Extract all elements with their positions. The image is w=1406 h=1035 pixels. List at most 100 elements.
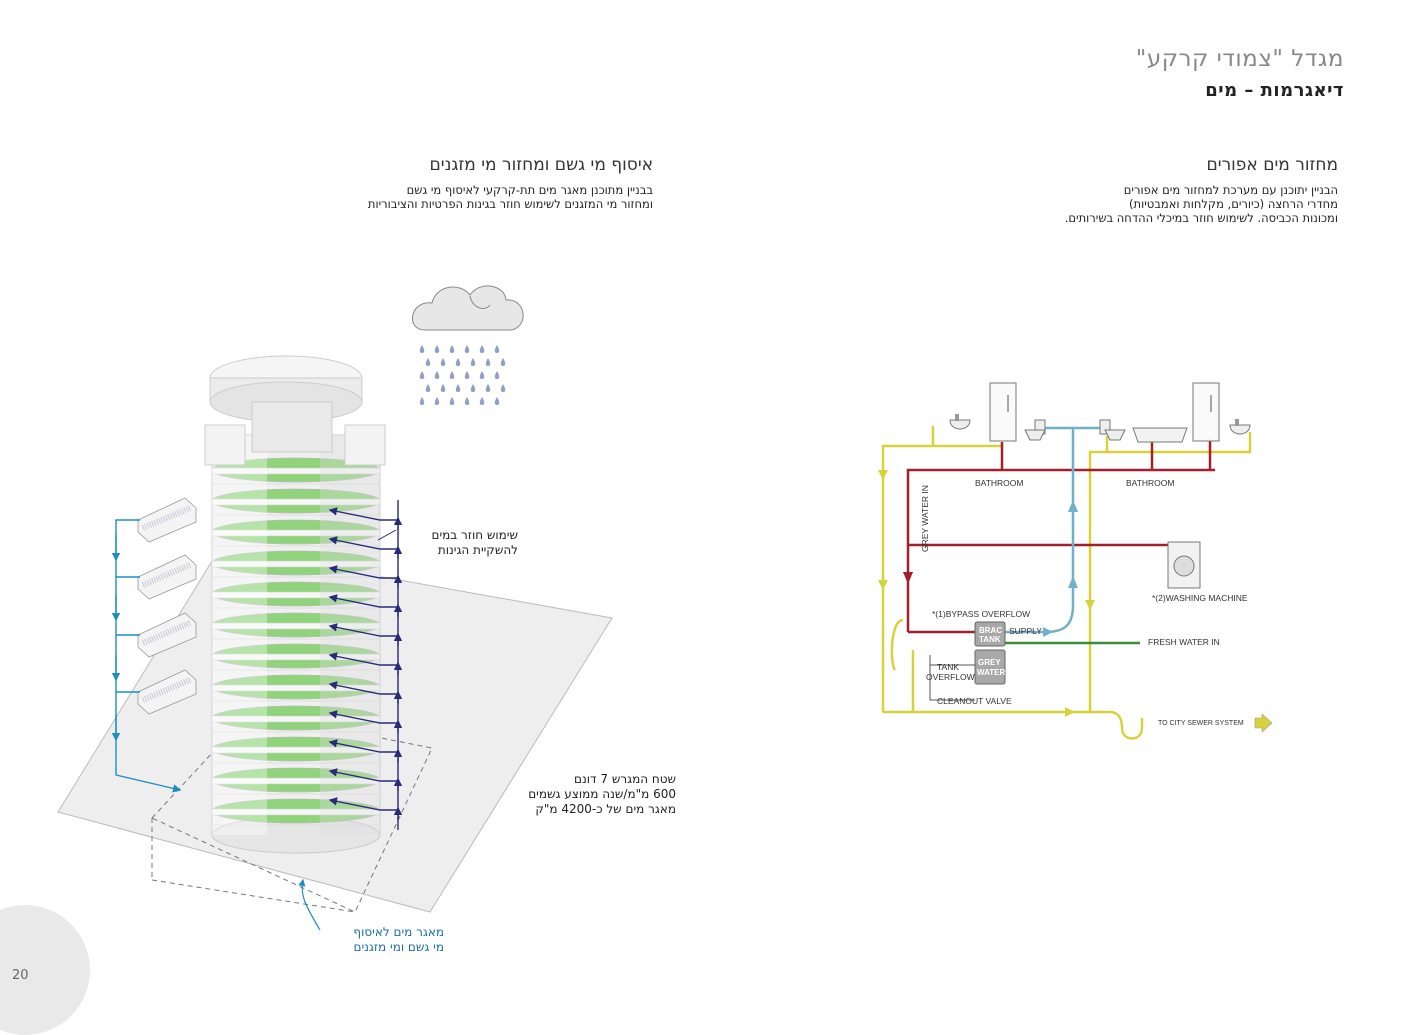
right-body-line: ומכונות הכביסה. לשימוש חוזר במיכלי ההדחה… [1064, 211, 1338, 225]
rain-drop [434, 345, 440, 353]
reuse-arrow [328, 594, 398, 608]
rain-drop [425, 358, 431, 366]
rain-drop [419, 371, 425, 379]
left-section-heading: איסוף מי גשם ומחזור מי מזגנים [429, 155, 653, 175]
page-number: 20 [12, 968, 29, 983]
sewer-arrow-icon [1254, 713, 1273, 733]
ac-condensate-collection-line [111, 519, 182, 793]
rain-drop [464, 371, 470, 379]
rain-drop [419, 345, 425, 353]
rain-drop [449, 397, 455, 405]
reuse-irrigation-arrows [328, 500, 403, 830]
right-section-heading: מחזור מים אפורים [1206, 155, 1339, 175]
rain-drop [470, 384, 476, 392]
floor-garden [211, 457, 381, 485]
supply-label: SUPPLY [1009, 626, 1042, 636]
tank-overflow-label: OVERFLOW [926, 672, 975, 682]
ac-unit-icon [137, 612, 197, 658]
floor-garden [211, 488, 381, 516]
rain-cloud-icon [411, 285, 524, 331]
floor-garden [211, 798, 381, 826]
site-info-label: שטח המגרש 7 דונם 600 מ"מ/שנה ממוצע גשמים… [528, 772, 676, 816]
sink-icon [1229, 419, 1251, 435]
right-body-line: מחדרי הרחצה (כיורים, מקלחות ואמבטיות) [1129, 197, 1338, 211]
shower-icon [989, 382, 1017, 442]
cleanout-valve-label: CLEANOUT VALVE [937, 696, 1012, 706]
reuse-arrow [328, 681, 398, 695]
left-section-body: בבניין מתוכנן מאגר מים תת-קרקעי לאיסוף מ… [323, 183, 653, 211]
floor-garden [211, 581, 381, 609]
washing-machine-label: *(2)WASHING MACHINE [1152, 593, 1248, 603]
floor-garden [211, 612, 381, 640]
rain-drop [494, 397, 500, 405]
rain-drop [485, 358, 491, 366]
grey-water-tank-label: GREY [978, 658, 1001, 667]
rain-drop [464, 397, 470, 405]
reuse-arrow [328, 797, 398, 811]
rain-drop [440, 384, 446, 392]
reuse-arrow [328, 623, 398, 637]
rain-drop [500, 384, 506, 392]
rain-drop [440, 358, 446, 366]
yellow-flow-arrows [878, 470, 1095, 717]
reuse-arrow [328, 507, 398, 521]
illustration-canvas: BATHROOM BATHROOM GREY WATER IN *(2)WASH… [57, 285, 1273, 931]
floor-garden [211, 519, 381, 547]
grey-water-diagram: BATHROOM BATHROOM GREY WATER IN *(2)WASH… [878, 382, 1273, 740]
brac-tank-label: BRAC [979, 626, 1002, 635]
underground-reservoir-outline [151, 711, 433, 913]
floor-garden [211, 705, 381, 733]
yellow-drain-pipes [881, 426, 1252, 740]
tank-overflow-label: TANK [937, 662, 959, 672]
rain-drop [425, 384, 431, 392]
left-body-line: ומחזור מי המזגנים לשימוש חוזר בגינות הפר… [367, 197, 653, 211]
right-section-body: הבניין יתוכנן עם מערכת למחזור מים אפורים… [1018, 183, 1338, 225]
grey-water-arrow-icon [903, 572, 913, 584]
bathtub-icon [1132, 427, 1188, 443]
rain-drop [479, 345, 485, 353]
sewer-label: TO CITY SEWER SYSTEM [1158, 720, 1244, 727]
reuse-arrow [328, 652, 398, 666]
grey-water-in-label: GREY WATER IN [920, 485, 930, 552]
reuse-arrow [328, 739, 398, 753]
ac-unit-icon [137, 554, 197, 600]
rain-drop [434, 371, 440, 379]
ac-unit-icon [137, 669, 197, 715]
reuse-arrow [328, 710, 398, 724]
floor-garden [211, 674, 381, 702]
rain-drop [455, 384, 461, 392]
grey-water-tank [974, 649, 1006, 685]
tower-building [204, 355, 386, 854]
bathroom-label: BATHROOM [1126, 478, 1174, 488]
reservoir-label-leader [298, 878, 321, 931]
reuse-arrow [328, 565, 398, 579]
grey-water-tank-label: WATER [977, 668, 1006, 677]
rain-drop [500, 358, 506, 366]
washing-machine-icon [1167, 541, 1201, 589]
sink-icon [949, 414, 971, 430]
rain-drop [470, 358, 476, 366]
rain-drop [455, 358, 461, 366]
rain-drop [494, 345, 500, 353]
rain-drop [419, 397, 425, 405]
brac-tank-label: TANK [979, 635, 1001, 644]
rain-drop [479, 371, 485, 379]
reuse-arrow [328, 536, 398, 550]
blue-flow-arrows [1043, 500, 1078, 637]
rain-drop [449, 371, 455, 379]
brac-tank [974, 621, 1006, 647]
rain-drop [449, 345, 455, 353]
page-subtitle: דיאגרמות – מים [1205, 80, 1344, 101]
shower-icon [1192, 382, 1220, 442]
toilet-icon [1099, 419, 1126, 441]
fresh-water-label: FRESH WATER IN [1148, 637, 1220, 647]
rain-drop [479, 397, 485, 405]
rain-drop [494, 371, 500, 379]
rain-drop [485, 384, 491, 392]
rain-drops-icon [419, 345, 506, 405]
floor-garden [211, 643, 381, 671]
reuse-arrow [328, 768, 398, 782]
page-title: מגדל "צמודי קרקע" [1135, 46, 1344, 72]
rain-drop [464, 345, 470, 353]
air-conditioner-units [137, 497, 197, 715]
